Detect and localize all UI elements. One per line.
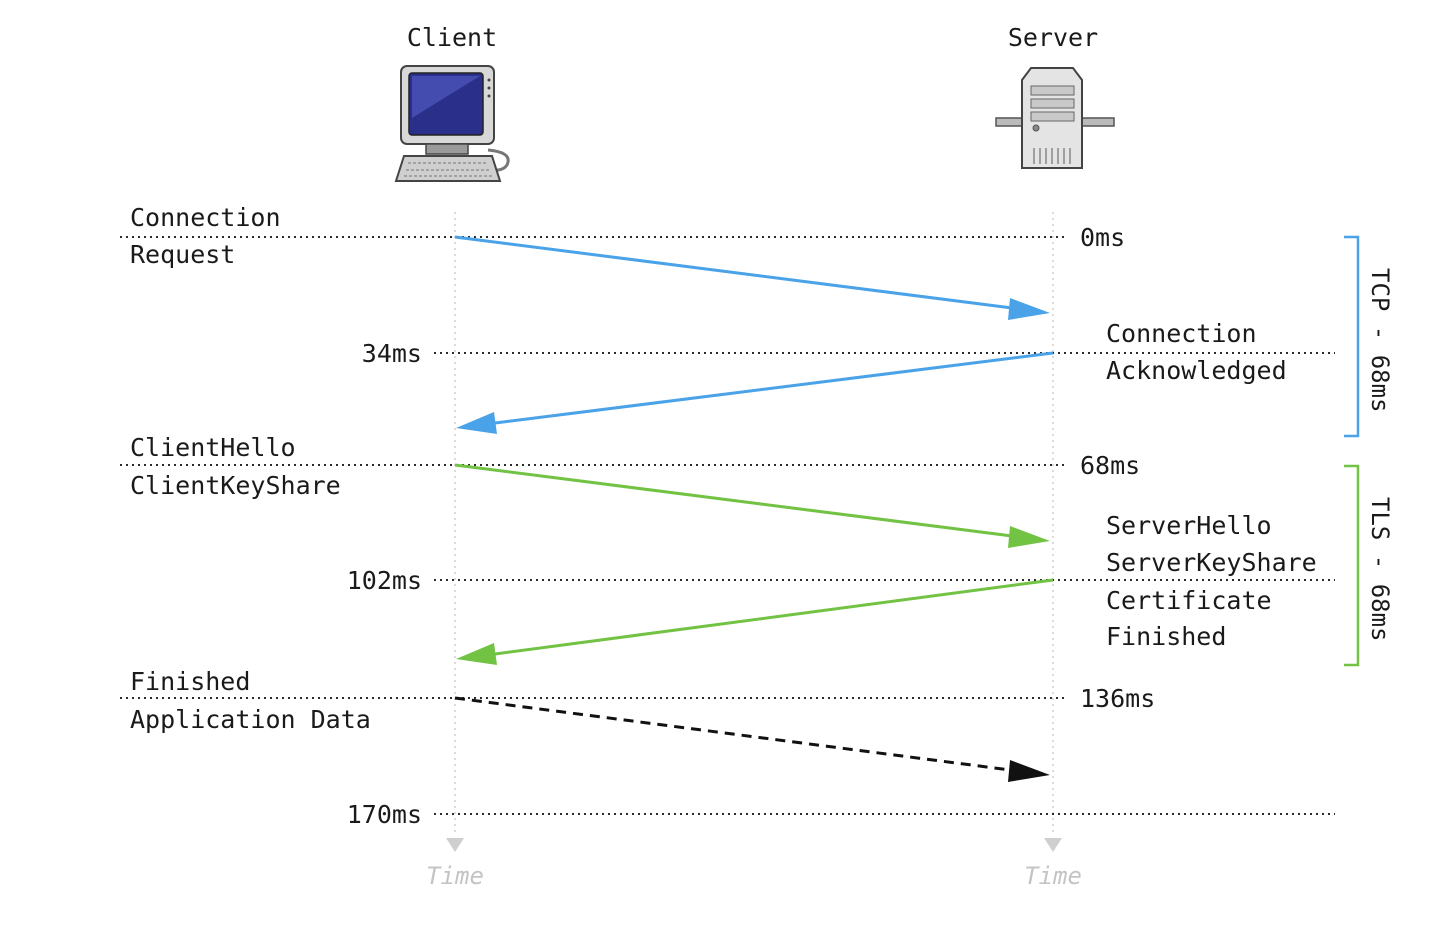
connection-request-label-line1: Connection [130,203,281,232]
server-finished-label: Finished [1106,622,1226,651]
tcp-phase-bracket [1344,235,1360,438]
application-data-label: Application Data [130,705,371,734]
time-label-136ms: 136ms [1080,684,1155,713]
client-label: Client [407,23,497,52]
desktop-computer-icon [394,65,510,182]
tls-phase-label: TLS - 68ms [1366,497,1394,642]
syn-arrow [454,235,1050,320]
syn-ack-arrow [456,351,1054,434]
client-time-label: Time [426,862,484,890]
connection-acknowledged-label-line2: Acknowledged [1106,356,1287,385]
client-time-arrowhead [446,838,464,852]
time-label-102ms: 102ms [347,566,422,595]
time-label-0ms: 0ms [1080,223,1125,252]
server-time-arrowhead [1044,838,1062,852]
time-label-170ms: 170ms [347,800,422,829]
tls-phase-bracket [1344,464,1360,667]
connection-acknowledged-label-line1: Connection [1106,319,1257,348]
client-key-share-label: ClientKeyShare [130,471,341,500]
client-hello-label: ClientHello [130,433,296,462]
application-data-arrow [454,696,1050,782]
server-hello-arrow [456,578,1054,665]
tcp-phase-label: TCP - 68ms [1366,268,1394,413]
client-hello-arrow [454,463,1050,548]
server-hello-label: ServerHello [1106,511,1272,540]
time-label-68ms: 68ms [1080,451,1140,480]
server-tower-icon [995,67,1115,169]
server-key-share-label: ServerKeyShare [1106,548,1317,577]
time-label-34ms: 34ms [362,339,422,368]
client-finished-label: Finished [130,667,250,696]
server-label: Server [1008,23,1098,52]
connection-request-label-line2: Request [130,240,235,269]
certificate-label: Certificate [1106,586,1272,615]
server-time-label: Time [1024,862,1082,890]
